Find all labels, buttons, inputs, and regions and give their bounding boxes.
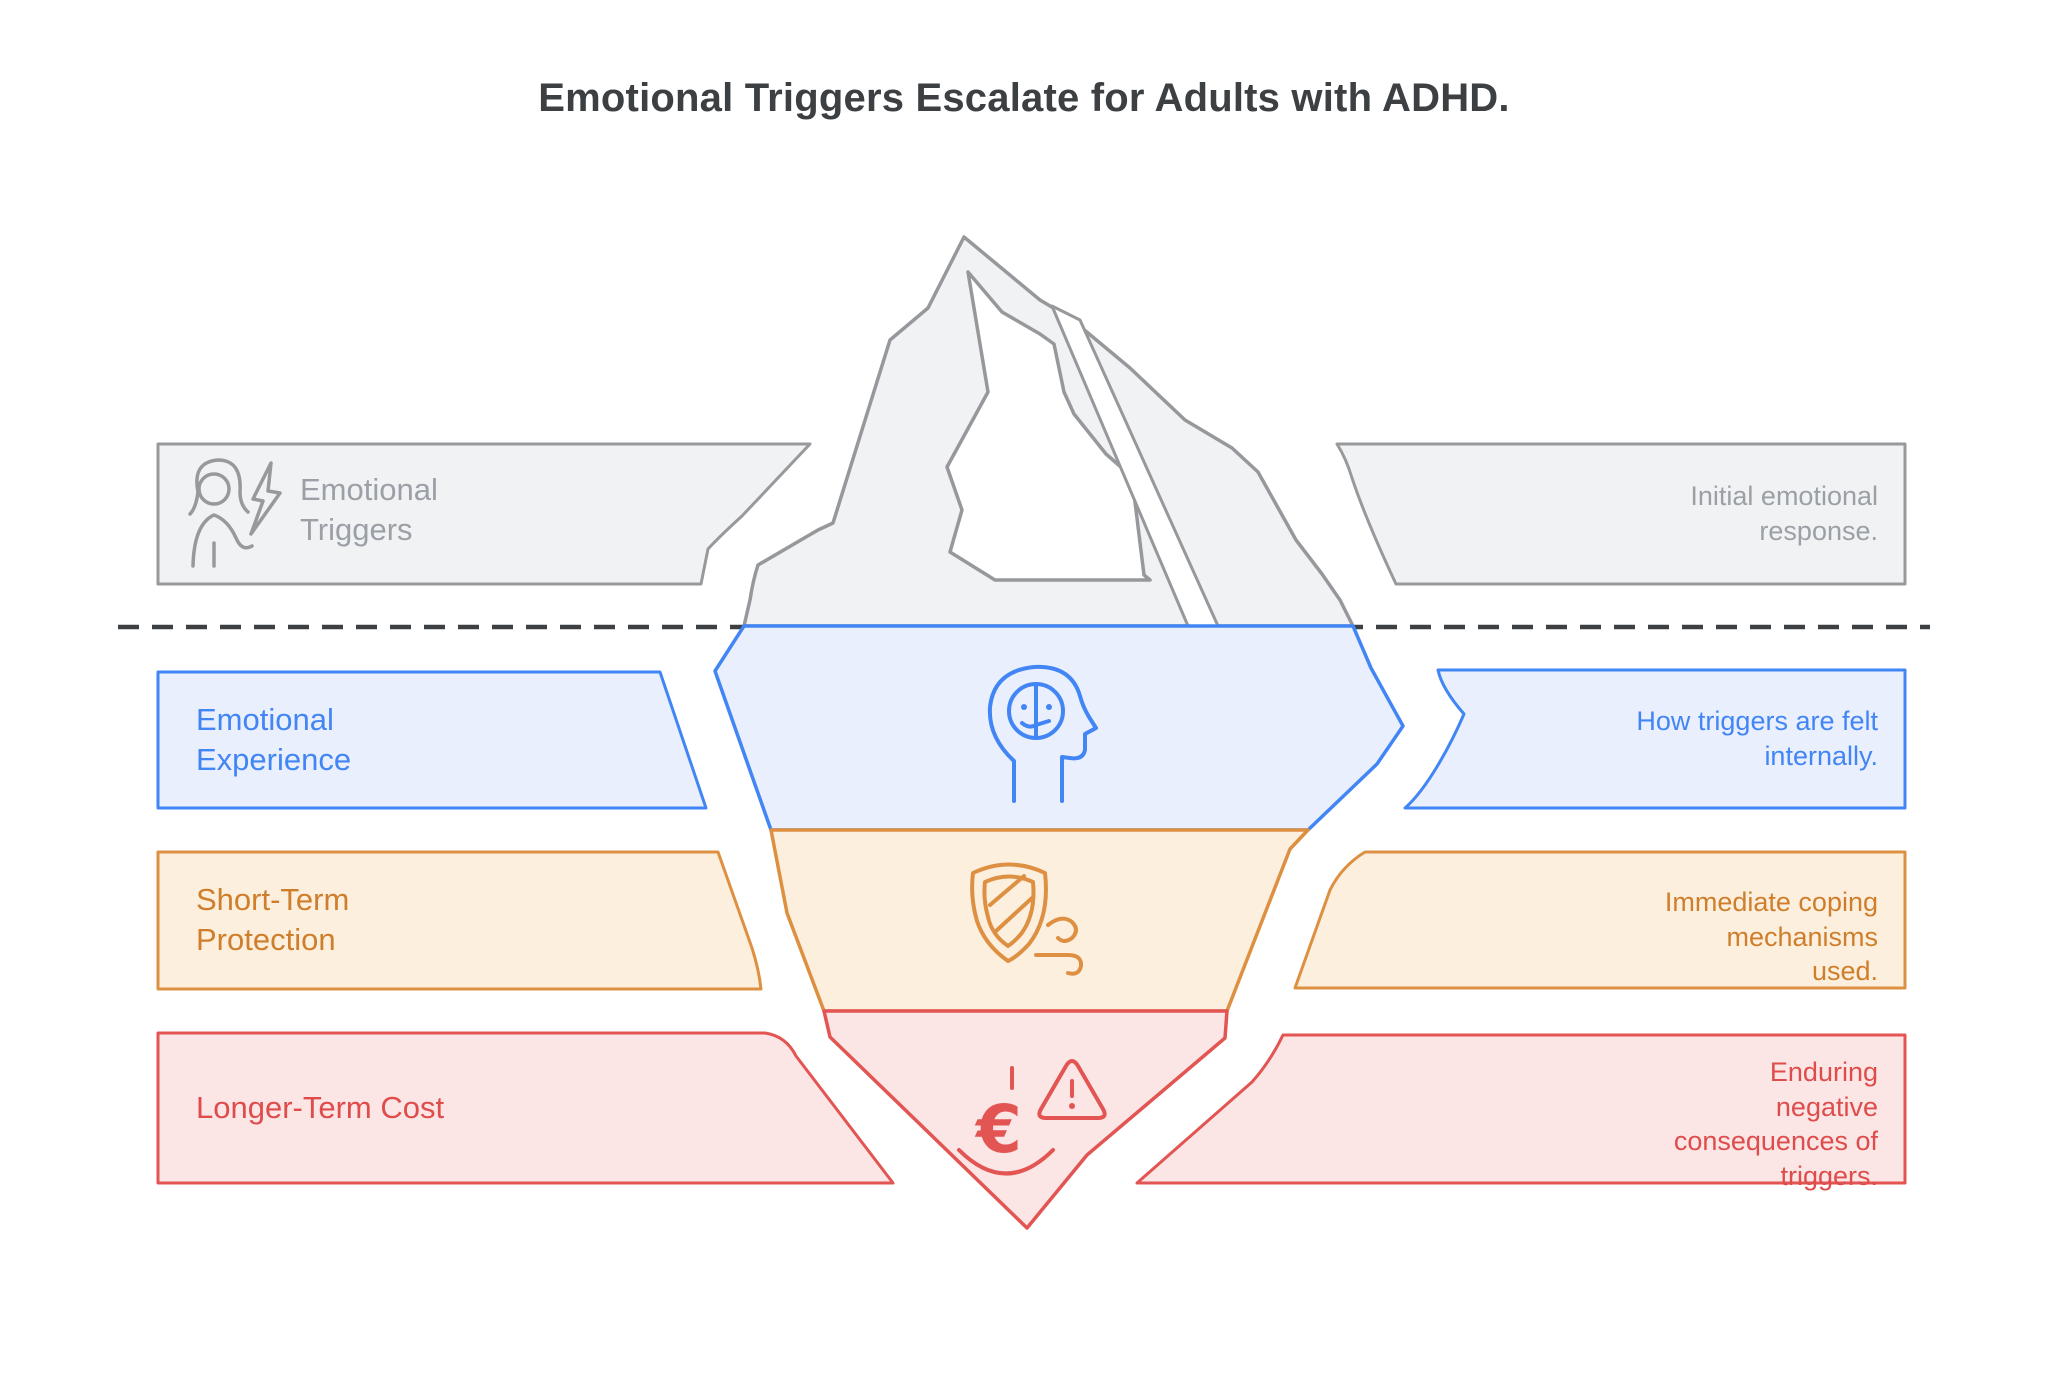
layer-label-short-term-protection: Short-Term Protection bbox=[196, 882, 350, 957]
shield-wind-icon bbox=[970, 862, 1084, 976]
emotional-experience-description-box bbox=[1403, 668, 1907, 810]
longer-term-cost-label-box bbox=[156, 1031, 895, 1185]
longer-term-cost-section bbox=[822, 1009, 1229, 1230]
trigger-label-box bbox=[156, 442, 812, 586]
short-term-protection-description-box bbox=[1293, 850, 1907, 990]
layer-label-longer-term-cost: Longer-Term Cost bbox=[196, 1090, 445, 1125]
emotional-experience-label-box bbox=[156, 670, 708, 810]
euro-symbol: € bbox=[974, 1091, 1022, 1168]
euro-warning-icon: € bbox=[957, 1059, 1107, 1176]
person-lightning-icon bbox=[188, 458, 282, 568]
layer-label-emotional-experience: Emotional Experience bbox=[196, 702, 352, 777]
trigger-description-box bbox=[1335, 442, 1907, 586]
layer-description-longer-term-cost: Enduring negative consequences of trigge… bbox=[1673, 1057, 1878, 1191]
layer-description-short-term-protection: Immediate coping mechanisms used. bbox=[1664, 887, 1878, 987]
layer-description-emotional-triggers: Initial emotional response. bbox=[1690, 481, 1878, 546]
longer-term-cost-description-box bbox=[1135, 1033, 1907, 1185]
short-term-protection-label-box bbox=[156, 850, 763, 991]
page-title: Emotional Triggers Escalate for Adults w… bbox=[538, 76, 1510, 120]
head-mind-icon bbox=[987, 664, 1098, 803]
layer-label-emotional-triggers: Emotional Triggers bbox=[300, 472, 438, 547]
layer-description-emotional-experience: How triggers are felt internally. bbox=[1636, 706, 1878, 771]
